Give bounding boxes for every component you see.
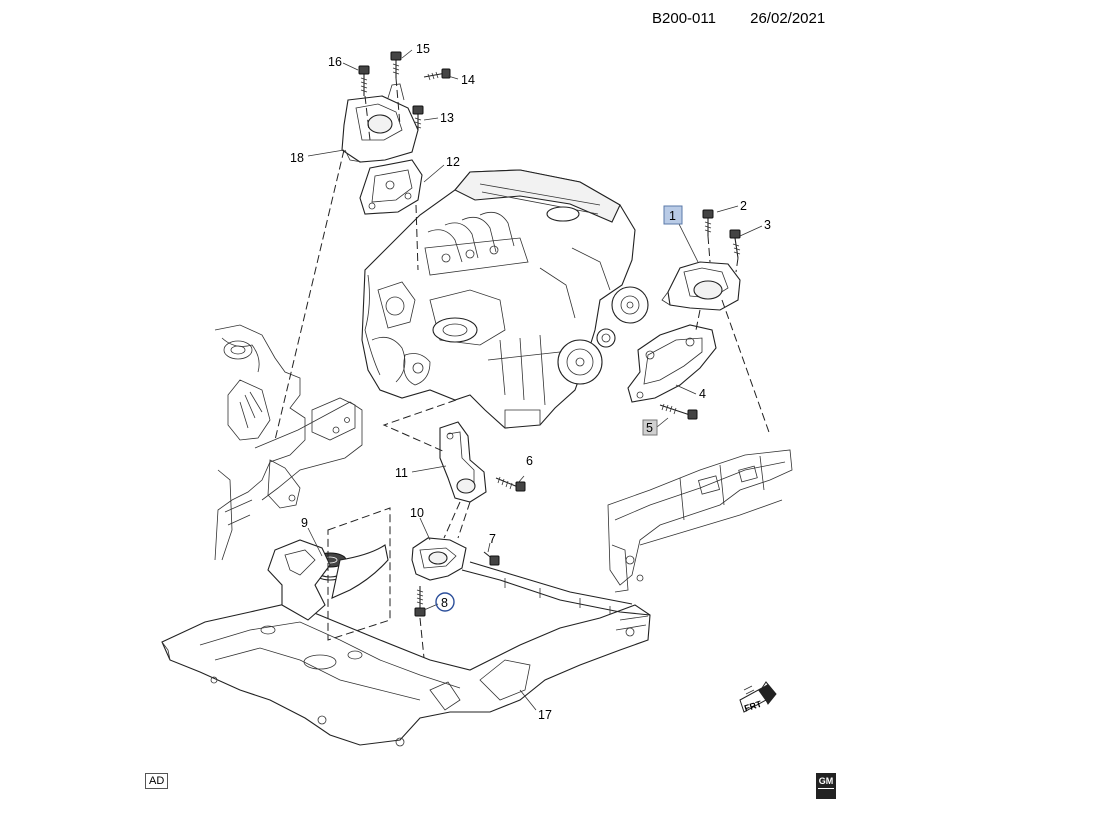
engine-assembly [361,169,649,429]
diagram-header: B200-011 26/02/2021 [652,10,855,27]
callout-13: 13 [440,111,454,125]
callout-9: 9 [301,516,308,530]
callout-4: 4 [699,387,706,401]
callout-5: 5 [646,421,653,435]
callout-labels: 1 2 3 4 5 6 7 8 9 10 11 12 13 14 15 16 1… [290,42,771,722]
front-direction-indicator: FRT [739,681,777,714]
callout-3: 3 [764,218,771,232]
callout-18: 18 [290,151,304,165]
callout-16: 16 [328,55,342,69]
diagram-code: B200-011 [652,10,716,27]
right-mount-assembly [627,209,741,420]
callout-11: 11 [395,466,408,480]
callout-12: 12 [446,155,460,169]
ad-label: AD [145,773,169,789]
callout-5-highlight [642,419,658,436]
callout-1-highlight [663,205,683,225]
gm-logo-underline [818,788,834,789]
right-frame-rail [607,449,793,593]
callout-8: 8 [441,596,448,610]
callout-6: 6 [526,454,533,468]
callout-14: 14 [461,73,475,87]
left-body-structure [214,324,363,561]
callout-1: 1 [669,209,676,223]
callout-10: 10 [410,506,424,520]
callout-17: 17 [538,708,552,722]
alignment-lines [274,77,771,659]
engine-subframe [161,539,651,747]
callout-7: 7 [489,532,496,546]
callout-8-circle [435,592,455,612]
callout-2: 2 [740,199,747,213]
gm-logo-text: GM [818,776,834,786]
gm-logo: GM [816,773,836,799]
left-mount-assembly [341,51,451,215]
diagram-date: 26/02/2021 [750,10,826,27]
callout-15: 15 [416,42,430,56]
leader-lines [307,49,763,711]
